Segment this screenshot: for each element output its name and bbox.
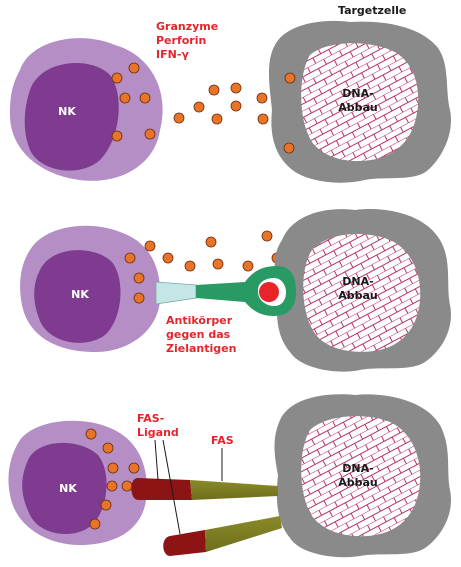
antibody	[155, 266, 296, 316]
antibody-label-line1: Antikörper	[166, 314, 233, 327]
antigen	[259, 282, 279, 302]
nk-label: NK	[71, 288, 89, 301]
fas-ligand-membrane-bound	[131, 478, 192, 500]
antibody-label-line3: Zielantigen	[166, 342, 236, 355]
granule-cluster	[85, 428, 140, 530]
granule-cluster	[111, 62, 269, 142]
target-cell	[274, 209, 451, 372]
panel-granule-exocytosis: NK Granzyme Perforin IFN-γ Targetzelle	[10, 4, 451, 183]
antibody-fc-receptor	[155, 281, 197, 305]
dna-label-line1: DNA-	[342, 87, 373, 100]
fas-ligand-label-line2: Ligand	[137, 426, 179, 439]
perforin-label: Perforin	[156, 34, 206, 47]
antibody-label-line2: gegen das	[166, 328, 231, 341]
fas-label: FAS	[211, 434, 234, 447]
panel-adcc: NK DNA- Abbau	[20, 209, 451, 372]
target-cell-label: Targetzelle	[338, 4, 406, 17]
panel-fas-pathway: NK DNA- Abbau	[8, 394, 451, 558]
fas-ligand-soluble	[163, 530, 206, 556]
dna-label-line2: Abbau	[338, 476, 378, 489]
ifn-gamma-label: IFN-γ	[156, 48, 189, 61]
fas-ligand	[131, 478, 206, 556]
fas-receptor	[190, 480, 282, 552]
fas-receptor-free	[205, 516, 282, 552]
target-cell	[268, 20, 451, 183]
dna-label-line1: DNA-	[342, 275, 373, 288]
target-granules	[283, 72, 296, 154]
label-lines	[154, 439, 223, 535]
nk-label: NK	[59, 482, 77, 495]
dna-label-line1: DNA-	[342, 462, 373, 475]
nk-cell	[20, 225, 161, 352]
granzyme-label: Granzyme	[156, 20, 218, 33]
nk-cell	[10, 38, 163, 181]
fas-ligand-label-line1: FAS-	[137, 412, 164, 425]
antibody-label: Antikörper gegen das Zielantigen	[166, 314, 236, 355]
fas-receptor-bound	[190, 480, 278, 500]
target-cell	[274, 394, 451, 558]
nk-cell	[8, 420, 147, 545]
dna-label-line2: Abbau	[338, 289, 378, 302]
nk-label: NK	[58, 105, 76, 118]
cytokine-label: Granzyme Perforin IFN-γ	[156, 20, 218, 61]
dna-label-line2: Abbau	[338, 101, 378, 114]
